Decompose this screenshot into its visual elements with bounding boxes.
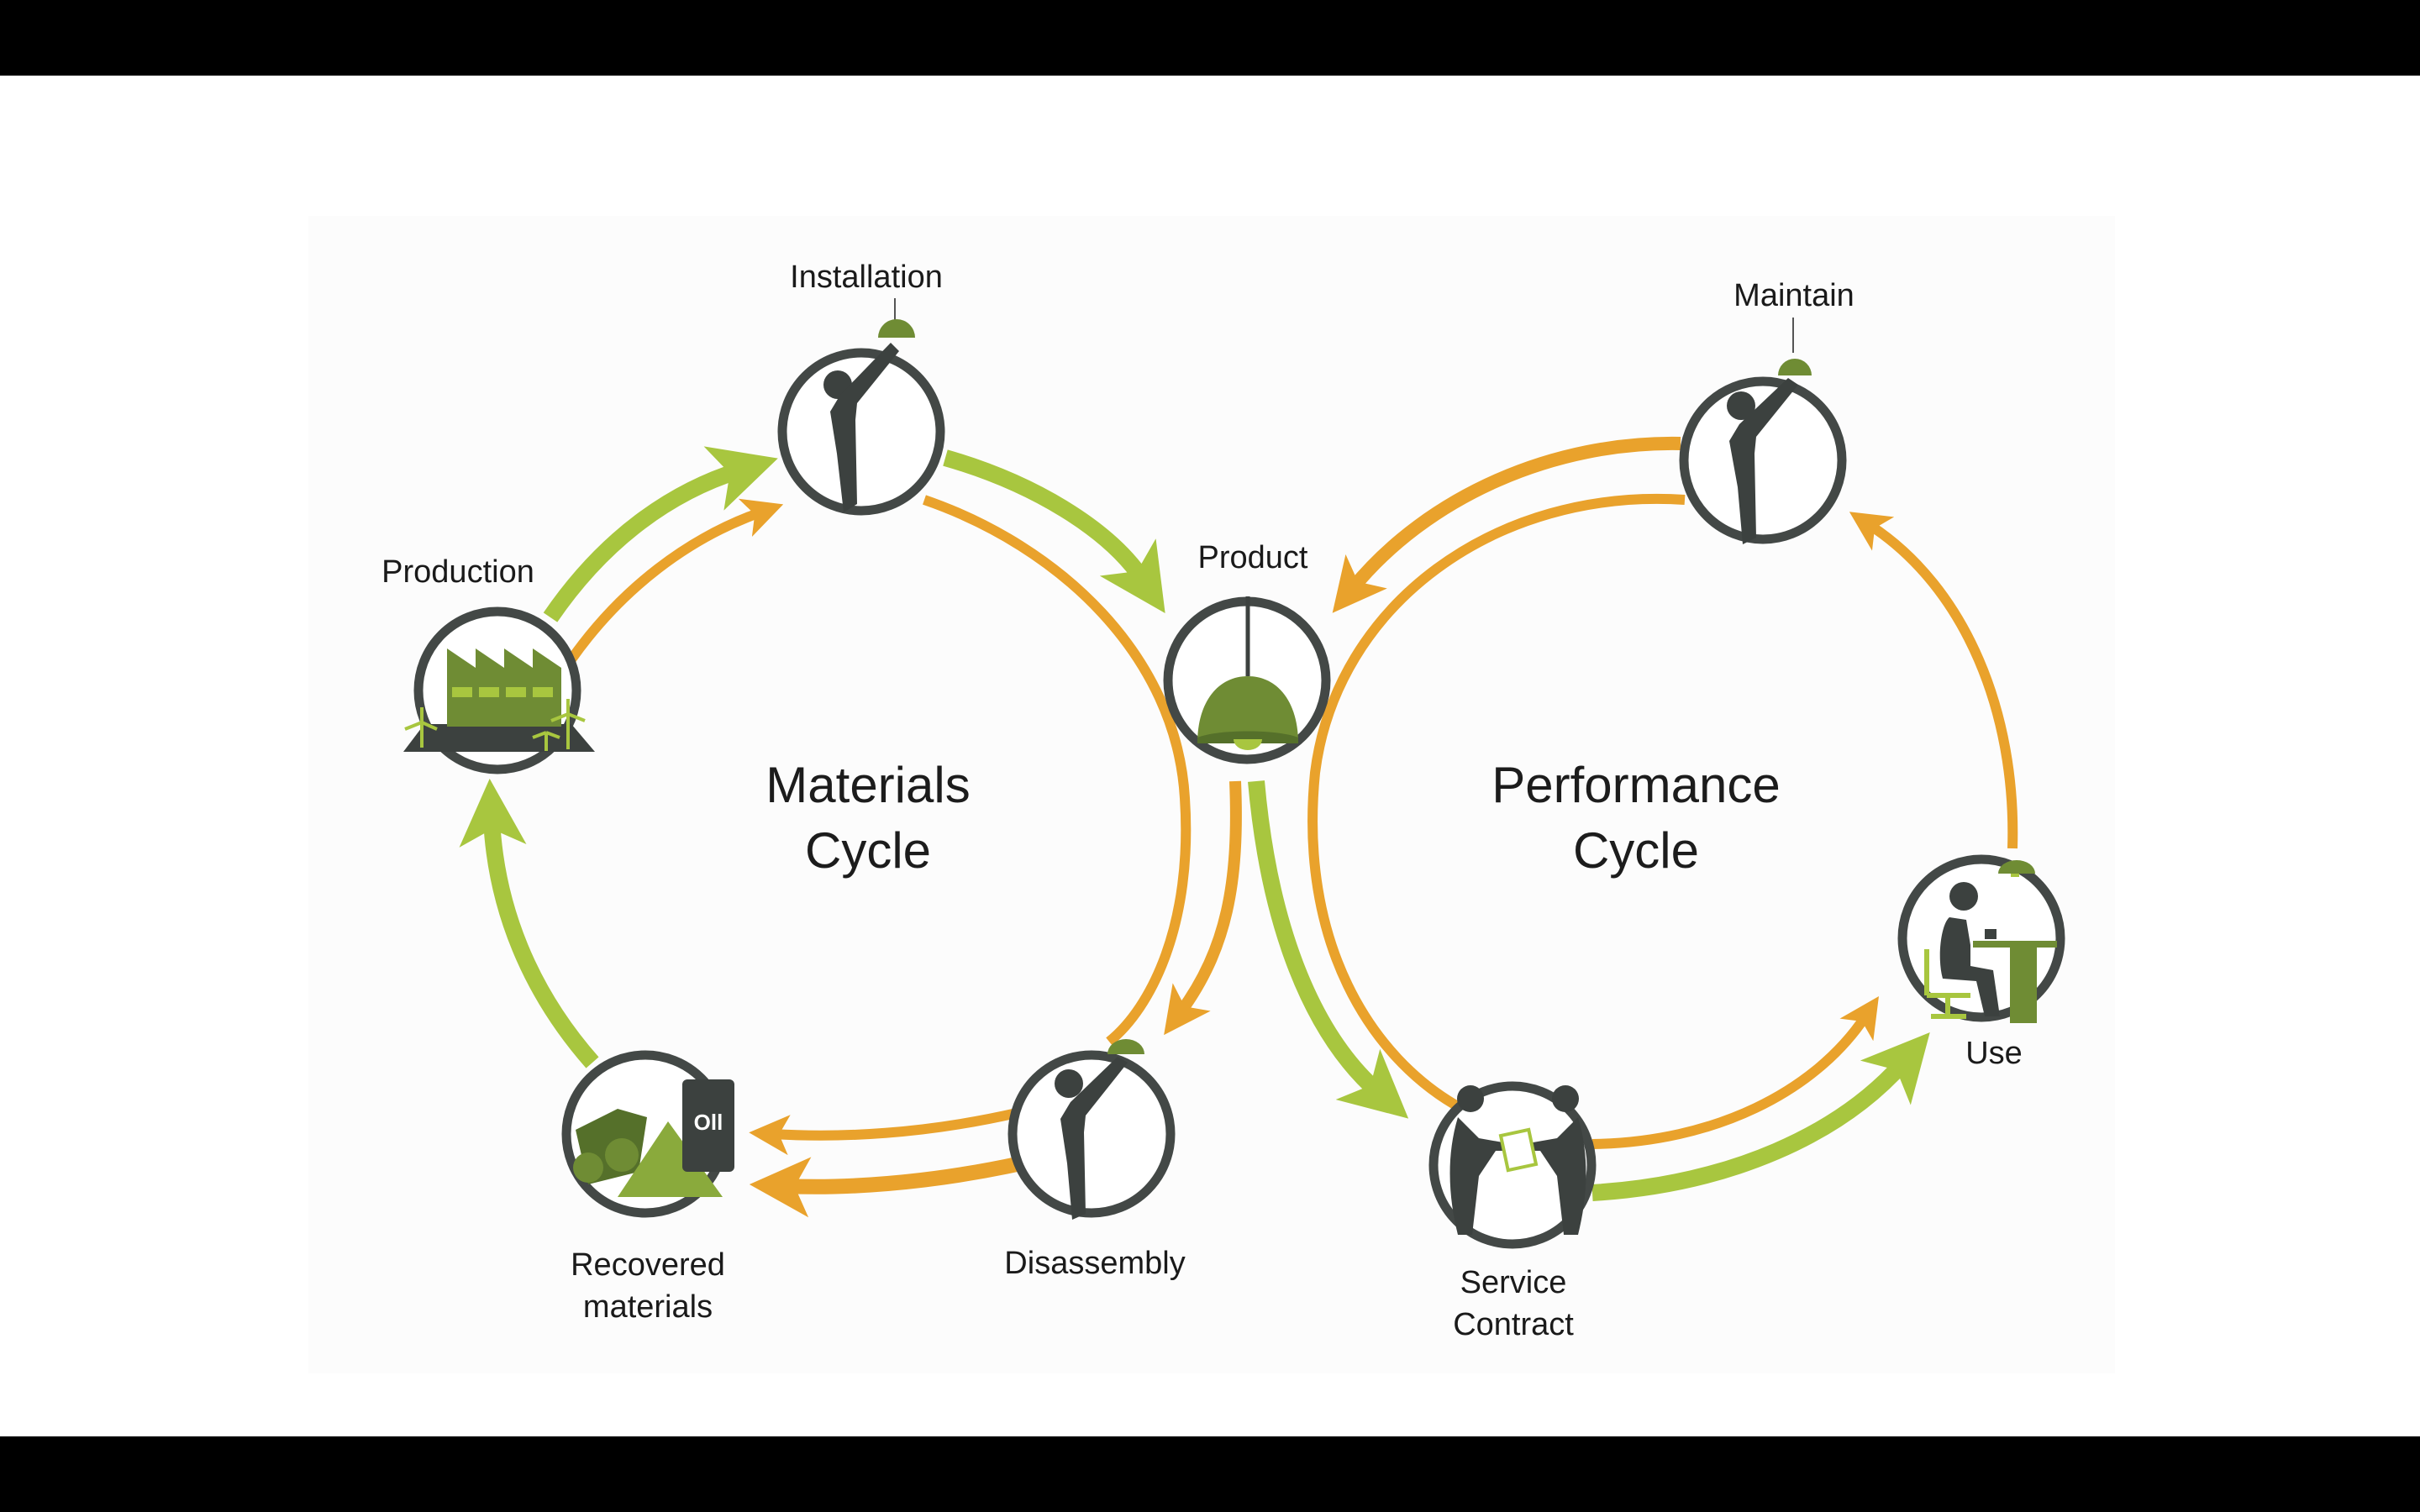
arrow-product-to-disassembly-orange	[1164, 780, 1242, 1036]
arrow-production-to-installation-orange	[567, 498, 784, 663]
node-production	[403, 606, 595, 774]
arrow-use-to-maintain-orange	[1849, 512, 2018, 849]
node-recovered-materials: Oll	[561, 1050, 734, 1218]
label-service-contract-line2: Contract	[1453, 1307, 1574, 1342]
circular-economy-diagram: Oll	[403, 298, 2065, 1249]
node-product	[1163, 596, 1331, 764]
performance-cycle-title-line2: Cycle	[1572, 822, 1700, 879]
node-disassembly	[1007, 1039, 1176, 1220]
diagram-canvas: Oll Installation Maintain Pro	[0, 76, 2420, 1436]
arrow-maintain-to-product-orange-outer	[1332, 436, 1681, 613]
arrow-production-to-installation-green	[543, 446, 778, 622]
svg-text:Oll: Oll	[694, 1110, 723, 1135]
node-service-contract	[1428, 1081, 1597, 1249]
performance-cycle-title: Performance Cycle	[1491, 753, 1780, 884]
person-removing-lamp-icon	[1055, 1039, 1144, 1220]
handshake-icon	[1449, 1085, 1586, 1235]
label-maintain: Maintain	[1733, 278, 1854, 313]
label-recovered-line1: Recovered	[571, 1247, 725, 1283]
label-use: Use	[1965, 1036, 2023, 1071]
person-maintaining-lamp-icon	[1727, 359, 1812, 544]
label-service-contract-line1: Service	[1460, 1265, 1567, 1300]
label-disassembly: Disassembly	[1004, 1246, 1186, 1281]
label-production: Production	[381, 554, 534, 590]
label-service-contract: Service Contract	[1453, 1262, 1574, 1346]
factory-icon	[403, 648, 595, 752]
arrow-disassembly-to-recovered-orange-2	[749, 1156, 1023, 1218]
person-at-desk-icon	[1924, 860, 2057, 1023]
materials-cycle-title: Materials Cycle	[765, 753, 970, 884]
arrow-recovered-to-production-green	[459, 779, 599, 1068]
label-product: Product	[1197, 540, 1308, 575]
materials-cycle-title-line1: Materials	[765, 757, 971, 813]
pendant-lamp-icon	[1197, 596, 1298, 750]
arrow-installation-to-product-green	[943, 449, 1165, 613]
performance-cycle-title-line1: Performance	[1491, 757, 1781, 813]
node-installation	[777, 298, 945, 516]
materials-cycle-title-line2: Cycle	[804, 822, 932, 879]
arrow-installation-to-disassembly-orange	[923, 495, 1192, 1046]
raw-materials-icon: Oll	[573, 1079, 734, 1197]
person-installing-lamp-icon	[823, 319, 915, 512]
arrow-maintain-to-service-contract-orange	[1307, 493, 1686, 1114]
label-installation: Installation	[790, 260, 943, 295]
label-recovered-line2: materials	[582, 1289, 713, 1325]
arrow-service-contract-to-use-green	[1591, 1032, 1930, 1201]
node-use	[1897, 854, 2065, 1023]
node-maintain	[1679, 318, 1847, 544]
arrow-product-to-service-contract-green	[1248, 780, 1409, 1119]
arrow-service-contract-to-use-orange	[1591, 996, 1879, 1149]
label-recovered-materials: Recovered materials	[571, 1244, 725, 1328]
arrow-disassembly-to-recovered-orange-1	[749, 1108, 1018, 1156]
